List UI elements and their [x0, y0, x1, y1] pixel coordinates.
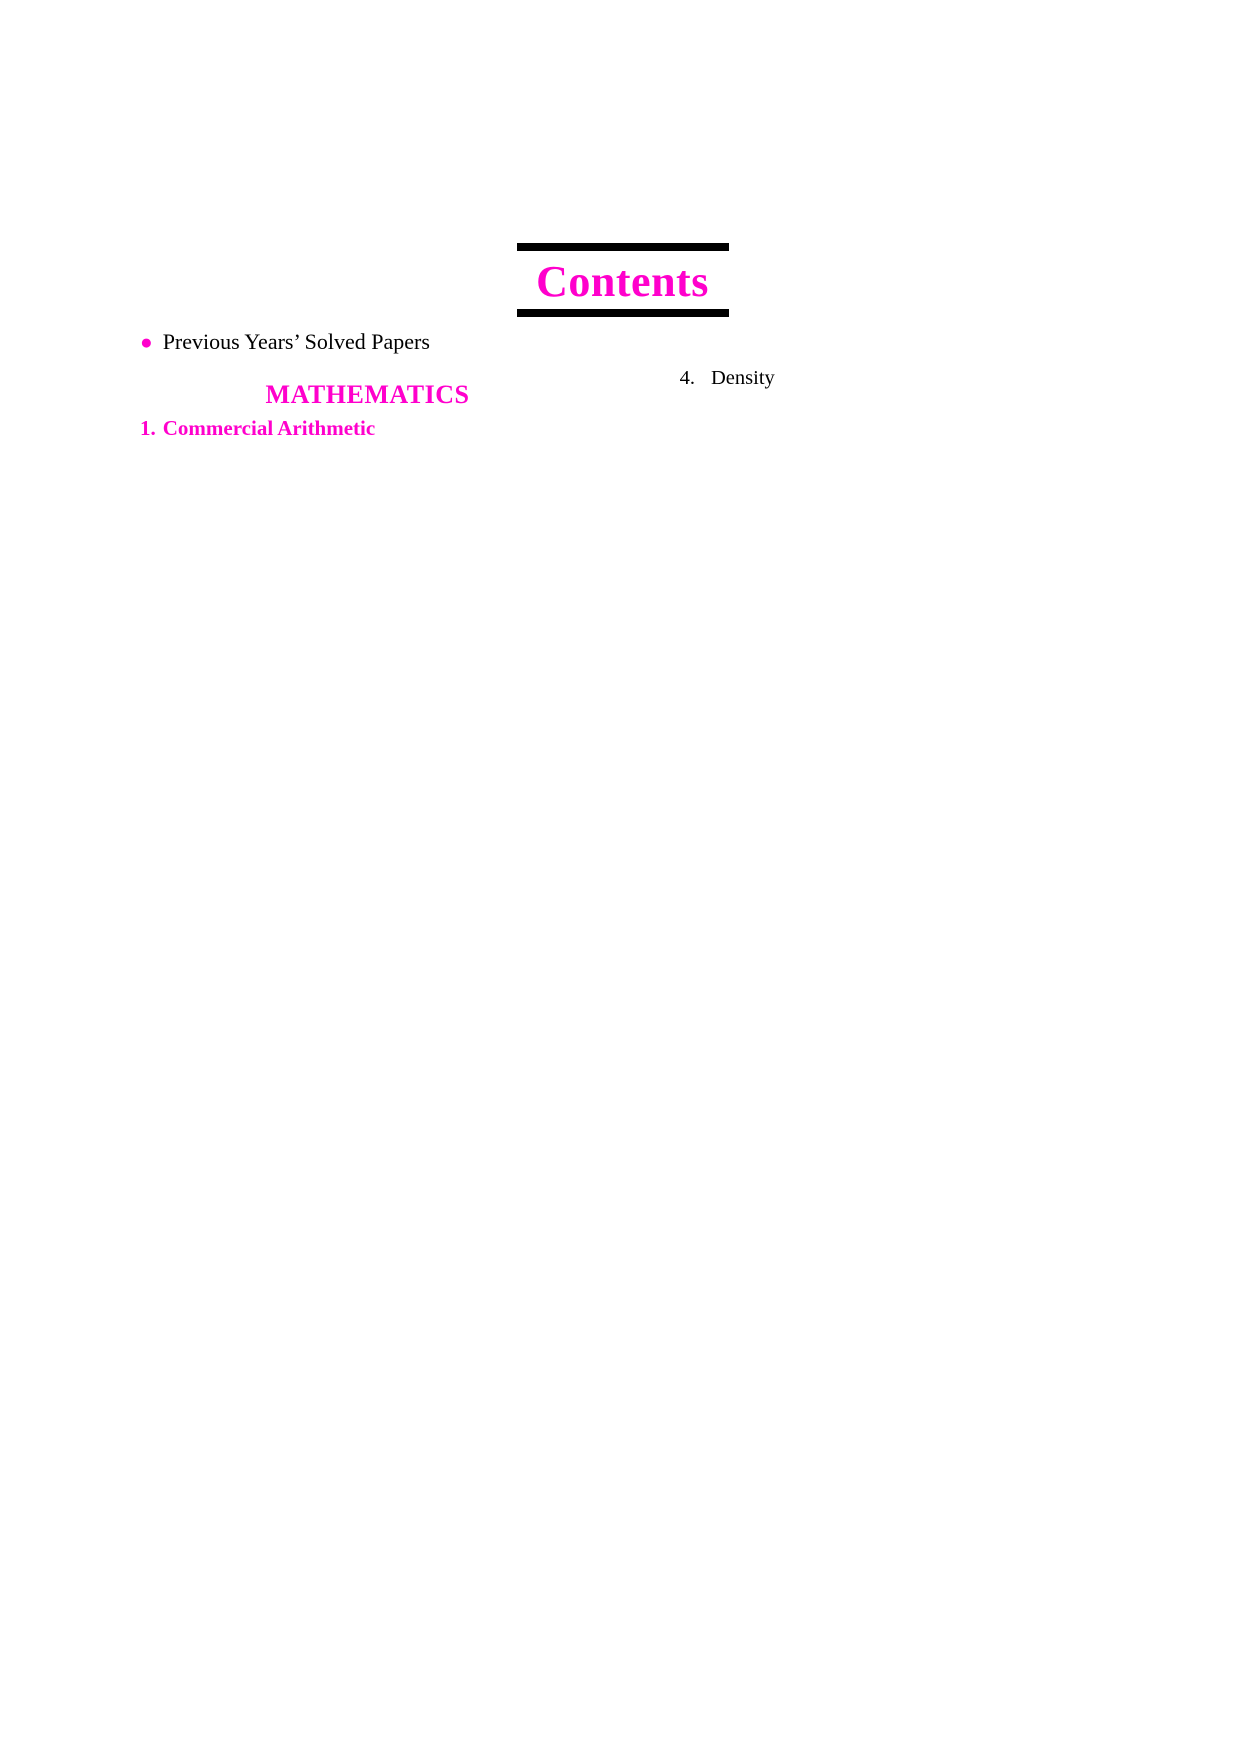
solved-papers-note: ● Previous Years’ Solved Papers [140, 329, 1105, 355]
entry-number: 1. [140, 416, 156, 440]
entry-title: Density [711, 367, 775, 389]
entry-title: Commercial Arithmetic [162, 416, 376, 440]
toc-row: MATHEMATICS [140, 381, 595, 409]
toc-row: 1. Commercial Arithmetic 3–47 [140, 416, 1240, 1754]
title-rule-bottom [516, 309, 729, 317]
note-text: Previous Years’ Solved Papers [162, 329, 430, 354]
title-rule-top [516, 243, 729, 251]
bullet-icon: ● [140, 329, 153, 354]
page-title: Contents [536, 257, 709, 306]
entry-title: MATHEMATICS [265, 380, 470, 409]
left-column: MATHEMATICS 1. Commercial Arithmetic 3–4… [140, 367, 1240, 1754]
toc-row: 4. Density 39–46 [635, 367, 1240, 1754]
entry-number: 4. [679, 367, 695, 389]
entry-page: 39–46 [1013, 367, 1240, 1754]
toc-columns: MATHEMATICS 1. Commercial Arithmetic 3–4… [140, 367, 1240, 1754]
contents-header: Contents [516, 243, 729, 317]
right-column: 4. Density 39–46 5. Elasticity 47–56 6. … [635, 367, 1240, 1754]
